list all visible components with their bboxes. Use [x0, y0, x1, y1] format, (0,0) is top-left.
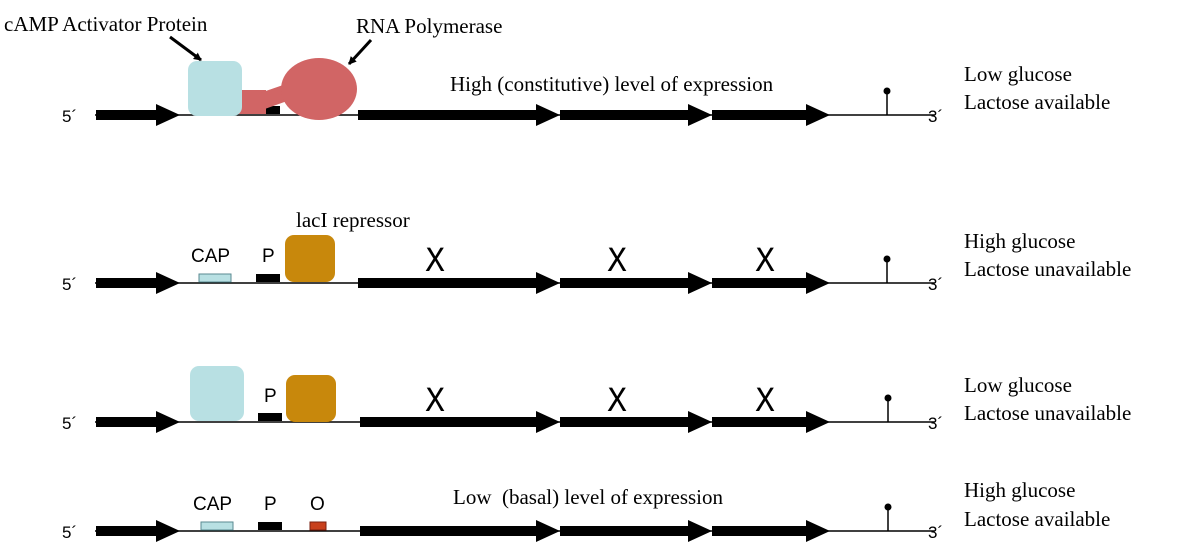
- lacI-repressor-shape: [286, 375, 336, 422]
- row-1: 5´ 3´ cAMP Activator Protein RNA Polymer…: [4, 12, 1110, 126]
- cap-site: [198, 273, 232, 283]
- dna-arrow: [96, 272, 180, 294]
- blocked-mark-lacz: X: [425, 381, 444, 419]
- gene-arrow-laca: [712, 272, 830, 294]
- cap-protein-shape: [190, 366, 244, 421]
- terminator-icon: [884, 394, 892, 402]
- promoter-site: [264, 106, 280, 114]
- row-3: 5´ 3´ P X X X Low glucose Lactose unavai…: [62, 366, 1131, 433]
- gene-arrow-lacz: [358, 104, 560, 126]
- dna-arrow: [96, 104, 180, 126]
- cap-protein-callout: cAMP Activator Protein: [4, 12, 208, 36]
- five-prime-label: 5´: [62, 523, 77, 542]
- gene-arrow-lacy: [560, 272, 712, 294]
- three-prime-label: 3´: [928, 523, 943, 542]
- lactose-condition: Lactose unavailable: [964, 257, 1131, 281]
- cap-protein-shape: [188, 61, 242, 116]
- three-prime-label: 3´: [928, 275, 943, 294]
- gene-arrow-lacy: [560, 411, 712, 433]
- operator-site: [309, 521, 327, 531]
- dna-arrow: [96, 411, 180, 433]
- blocked-mark-lacz: X: [425, 241, 444, 279]
- five-prime-label: 5´: [62, 414, 77, 433]
- gene-arrow-lacz: [360, 411, 560, 433]
- promoter-site: [256, 274, 280, 282]
- lacI-repressor-shape: [285, 235, 335, 282]
- expression-label: Low (basal) level of expression: [453, 485, 723, 509]
- rna-polymerase-callout: RNA Polymerase: [356, 14, 502, 38]
- promoter-site: [258, 413, 282, 421]
- gene-arrow-lacy: [560, 104, 712, 126]
- glucose-condition: Low glucose: [964, 62, 1072, 86]
- terminator-icon: [883, 255, 891, 263]
- gene-arrow-laca: [712, 411, 830, 433]
- polymerase-callout-arrow: [347, 38, 373, 66]
- cap-site-label: CAP: [193, 494, 232, 515]
- cap-callout-arrow: [169, 35, 202, 62]
- repressor-callout: lacI repressor: [296, 208, 410, 232]
- row-2: 5´ 3´ CAP P lacI repressor X X X High gl…: [62, 208, 1131, 294]
- terminator-icon: [884, 503, 892, 511]
- glucose-condition: High glucose: [964, 478, 1075, 502]
- lactose-condition: Lactose available: [964, 507, 1110, 531]
- blocked-mark-laca: X: [755, 381, 774, 419]
- glucose-condition: High glucose: [964, 229, 1075, 253]
- promoter-label: P: [262, 246, 275, 267]
- cap-site: [200, 521, 234, 531]
- cap-site-label: CAP: [191, 246, 230, 267]
- gene-arrow-lacy: [560, 520, 712, 542]
- dna-arrow: [96, 520, 180, 542]
- gene-arrow-laca: [712, 104, 830, 126]
- expression-label: High (constitutive) level of expression: [450, 72, 774, 96]
- gene-arrow-lacz: [358, 272, 560, 294]
- blocked-mark-laca: X: [755, 241, 774, 279]
- operator-label: O: [310, 494, 325, 515]
- glucose-condition: Low glucose: [964, 373, 1072, 397]
- blocked-mark-lacy: X: [607, 381, 626, 419]
- gene-arrow-lacz: [360, 520, 560, 542]
- five-prime-label: 5´: [62, 107, 77, 126]
- promoter-label: P: [264, 386, 277, 407]
- rna-polymerase-shape: [281, 58, 357, 120]
- promoter-site: [258, 522, 282, 530]
- three-prime-label: 3´: [928, 414, 943, 433]
- promoter-label: P: [264, 494, 277, 515]
- terminator-icon: [883, 87, 891, 95]
- gene-arrow-laca: [712, 520, 830, 542]
- three-prime-label: 3´: [928, 107, 943, 126]
- row-4: 5´ 3´ CAP P O Low (basal) level of expre…: [62, 478, 1110, 542]
- five-prime-label: 5´: [62, 275, 77, 294]
- blocked-mark-lacy: X: [607, 241, 626, 279]
- lactose-condition: Lactose available: [964, 90, 1110, 114]
- lactose-condition: Lactose unavailable: [964, 401, 1131, 425]
